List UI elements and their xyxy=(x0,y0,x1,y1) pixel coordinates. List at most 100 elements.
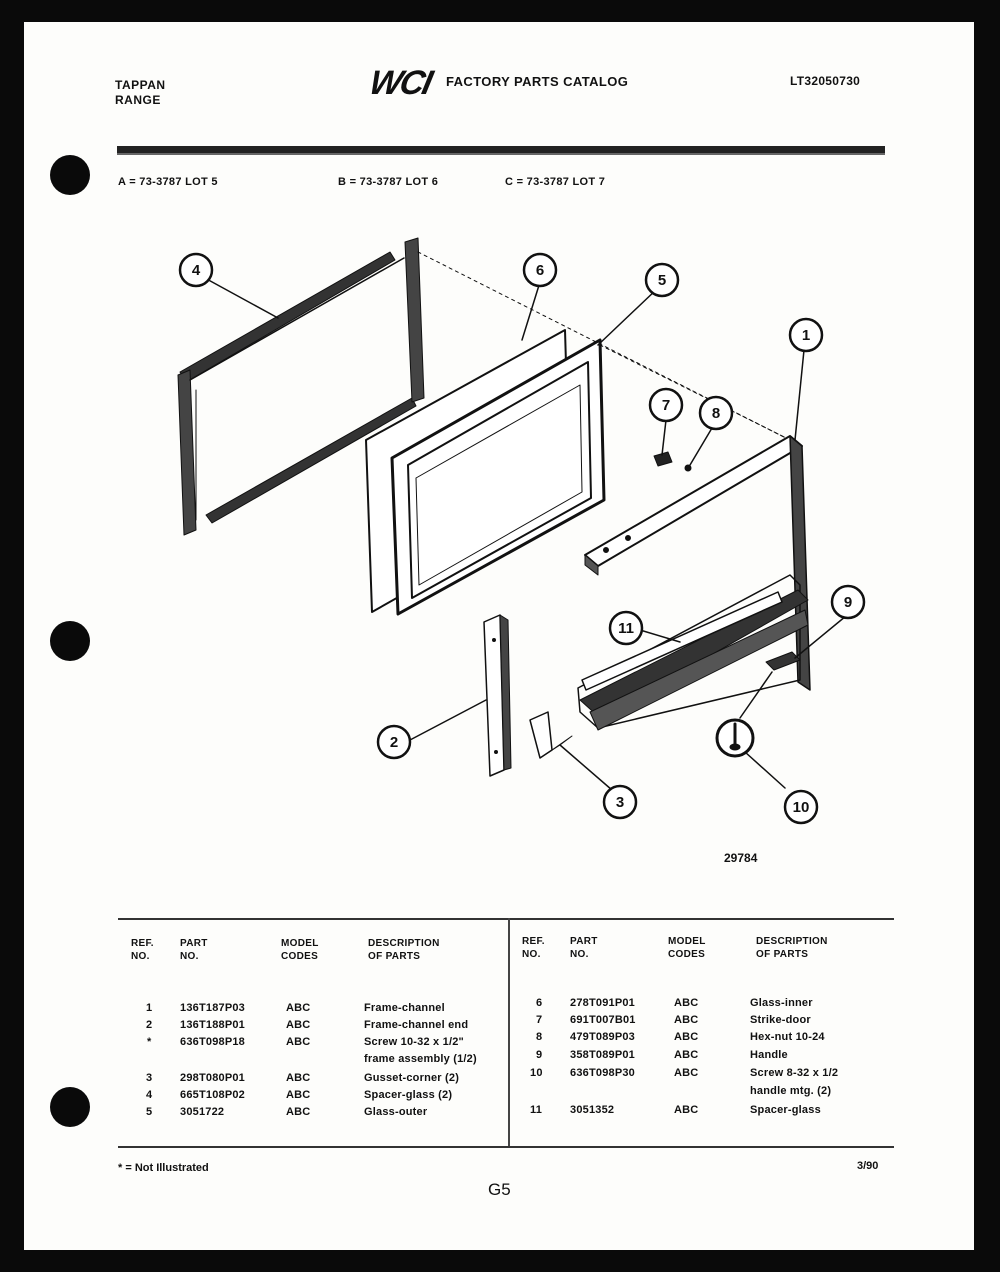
callout-label-2: 2 xyxy=(390,734,398,751)
callout-label-1: 1 xyxy=(802,327,810,344)
callout-label-3: 3 xyxy=(616,794,624,811)
row-part: 3051352 xyxy=(570,1104,615,1116)
row-model: ABC xyxy=(286,1072,311,1084)
callout-label-10: 10 xyxy=(793,799,810,816)
header-part: PART NO. xyxy=(570,936,598,960)
row-ref: 1 xyxy=(146,1002,153,1014)
footnote: * = Not Illustrated xyxy=(118,1162,209,1174)
callout-11 xyxy=(608,610,644,646)
row-part: 636T098P30 xyxy=(570,1067,635,1079)
row-part: 136T187P03 xyxy=(180,1002,245,1014)
row-ref: 6 xyxy=(536,997,543,1009)
callout-label-5: 5 xyxy=(658,272,666,289)
row-ref: * xyxy=(147,1036,152,1048)
lot-a: A = 73-3787 LOT 5 xyxy=(118,176,218,188)
row-ref: 3 xyxy=(146,1072,153,1084)
part-9-handle xyxy=(765,651,801,671)
header-rule xyxy=(117,146,885,155)
part-1-frame-channel xyxy=(577,435,811,731)
row-ref: 7 xyxy=(536,1014,543,1026)
row-desc: handle mtg. (2) xyxy=(750,1085,832,1097)
callout-4 xyxy=(178,252,214,288)
callout-label-11: 11 xyxy=(618,620,634,637)
row-model: ABC xyxy=(674,997,699,1009)
callout-label-8: 8 xyxy=(712,405,720,422)
catalog-number: LT32050730 xyxy=(790,74,861,88)
brand-line-2: RANGE xyxy=(115,93,161,107)
header-desc: DESCRIPTION OF PARTS xyxy=(756,936,828,960)
row-desc: Glass-inner xyxy=(750,997,813,1009)
row-desc: Spacer-glass xyxy=(750,1104,821,1116)
binder-hole-top xyxy=(50,155,90,195)
figure-number: 29784 xyxy=(724,851,758,865)
callout-3 xyxy=(602,784,638,820)
row-ref: 8 xyxy=(536,1031,543,1043)
header-part: PART NO. xyxy=(180,938,208,962)
wci-logo: WCI xyxy=(366,64,435,102)
row-desc: Frame-channel end xyxy=(364,1019,469,1031)
row-ref: 9 xyxy=(536,1049,543,1061)
row-part: 3051722 xyxy=(180,1106,225,1118)
callout-1 xyxy=(788,317,824,353)
catalog-title: FACTORY PARTS CATALOG xyxy=(446,74,629,89)
header-ref: REF. NO. xyxy=(522,936,545,960)
row-model: ABC xyxy=(674,1031,699,1043)
callout-6 xyxy=(522,252,558,288)
callout-label-9: 9 xyxy=(844,594,852,611)
leader-lines xyxy=(202,276,847,791)
brand-line-1: TAPPAN xyxy=(115,78,166,92)
row-desc: Glass-outer xyxy=(364,1106,428,1118)
row-desc: Gusset-corner (2) xyxy=(364,1072,460,1084)
row-model: ABC xyxy=(674,1014,699,1026)
row-ref: 10 xyxy=(530,1067,543,1079)
header-desc: DESCRIPTION OF PARTS xyxy=(368,938,440,962)
brand-block: TAPPAN RANGE xyxy=(115,78,166,108)
row-desc: Strike-door xyxy=(750,1014,811,1026)
callout-8 xyxy=(698,395,734,431)
row-model: ABC xyxy=(674,1104,699,1116)
lot-b: B = 73-3787 LOT 6 xyxy=(338,176,439,188)
row-part: 298T080P01 xyxy=(180,1072,245,1084)
row-part: 665T108P02 xyxy=(180,1089,245,1101)
part-8-hex-nut xyxy=(684,464,692,472)
row-part: 278T091P01 xyxy=(570,997,635,1009)
row-model: ABC xyxy=(286,1036,311,1048)
part-11-spacer-glass xyxy=(581,591,783,691)
row-ref: 5 xyxy=(146,1106,153,1118)
binder-hole-bottom xyxy=(50,1087,90,1127)
row-model: ABC xyxy=(286,1019,311,1031)
row-part: 636T098P18 xyxy=(180,1036,245,1048)
row-desc: Screw 10-32 x 1/2" xyxy=(364,1036,464,1048)
row-desc: Spacer-glass (2) xyxy=(364,1089,453,1101)
callout-2 xyxy=(376,724,412,760)
row-part: 358T089P01 xyxy=(570,1049,635,1061)
lot-c: C = 73-3787 LOT 7 xyxy=(505,176,606,188)
row-desc: frame assembly (1/2) xyxy=(364,1053,477,1065)
part-7-strike-door xyxy=(653,451,673,467)
binder-hole-middle xyxy=(50,621,90,661)
revision-date: 3/90 xyxy=(857,1160,879,1172)
part-3-gusset-corner xyxy=(529,711,573,759)
row-ref: 4 xyxy=(146,1089,153,1101)
table-top-rule xyxy=(118,918,894,920)
row-desc: Frame-channel xyxy=(364,1002,445,1014)
part-4-spacer-glass xyxy=(177,237,425,536)
row-desc: Hex-nut 10-24 xyxy=(750,1031,825,1043)
row-ref: 2 xyxy=(146,1019,153,1031)
row-model: ABC xyxy=(286,1089,311,1101)
callout-7 xyxy=(648,387,684,423)
table-column-divider xyxy=(508,918,510,1148)
callout-label-4: 4 xyxy=(192,262,201,279)
table-bottom-rule xyxy=(118,1146,894,1148)
row-model: ABC xyxy=(286,1002,311,1014)
row-model: ABC xyxy=(674,1067,699,1079)
callout-5 xyxy=(644,262,680,298)
row-desc: Screw 8-32 x 1/2 xyxy=(750,1067,839,1079)
page-number: G5 xyxy=(488,1180,511,1199)
assembly-dash-line xyxy=(599,344,791,441)
header-model: MODEL CODES xyxy=(668,936,706,960)
callout-10 xyxy=(783,789,819,825)
part-5-outer-glass xyxy=(390,338,606,616)
part-2-frame-channel-end xyxy=(483,614,512,777)
